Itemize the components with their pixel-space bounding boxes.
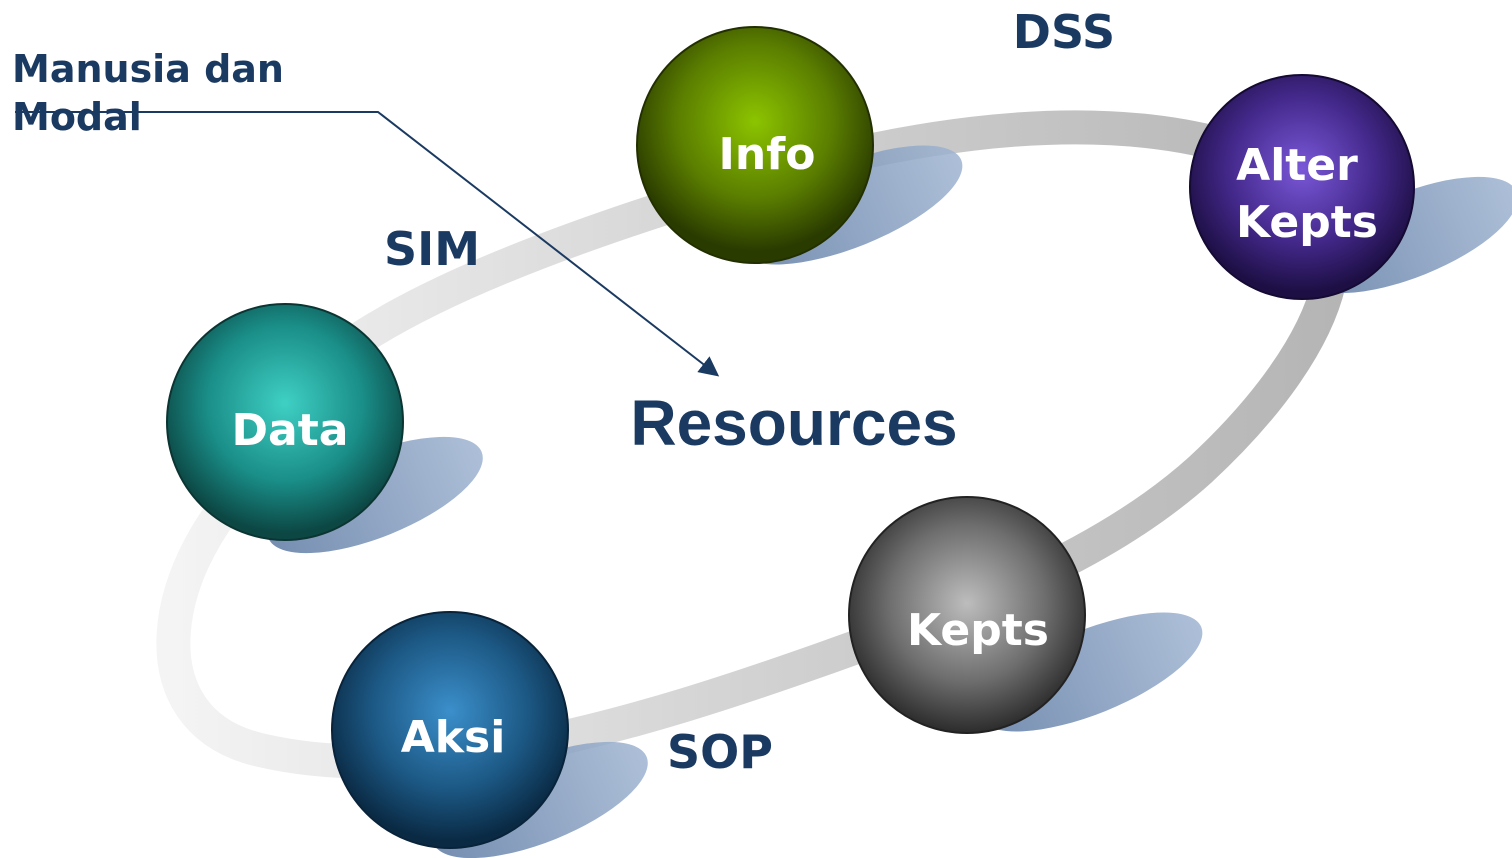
manusia-label-line2: Modal [12, 95, 142, 139]
aksi-node-label: Aksi [401, 712, 506, 763]
data-node [166, 303, 404, 541]
alter-node-label-line1: Alter [1236, 140, 1358, 191]
aksi-node [331, 611, 569, 849]
sim-label: SIM [384, 222, 480, 276]
kepts-node [848, 496, 1086, 734]
resources-label: Resources [630, 387, 957, 459]
alter-kepts-node [1189, 74, 1415, 300]
data-node-label: Data [232, 405, 349, 456]
kepts-node-label: Kepts [907, 605, 1049, 656]
manusia-label-line1: Manusia dan [12, 47, 284, 91]
alter-node-label-line2: Kepts [1236, 197, 1378, 248]
dss-label: DSS [1013, 5, 1115, 59]
info-node [636, 26, 874, 264]
info-node-label: Info [718, 129, 815, 180]
sop-label: SOP [667, 725, 773, 779]
callout-arrow [15, 111, 720, 377]
